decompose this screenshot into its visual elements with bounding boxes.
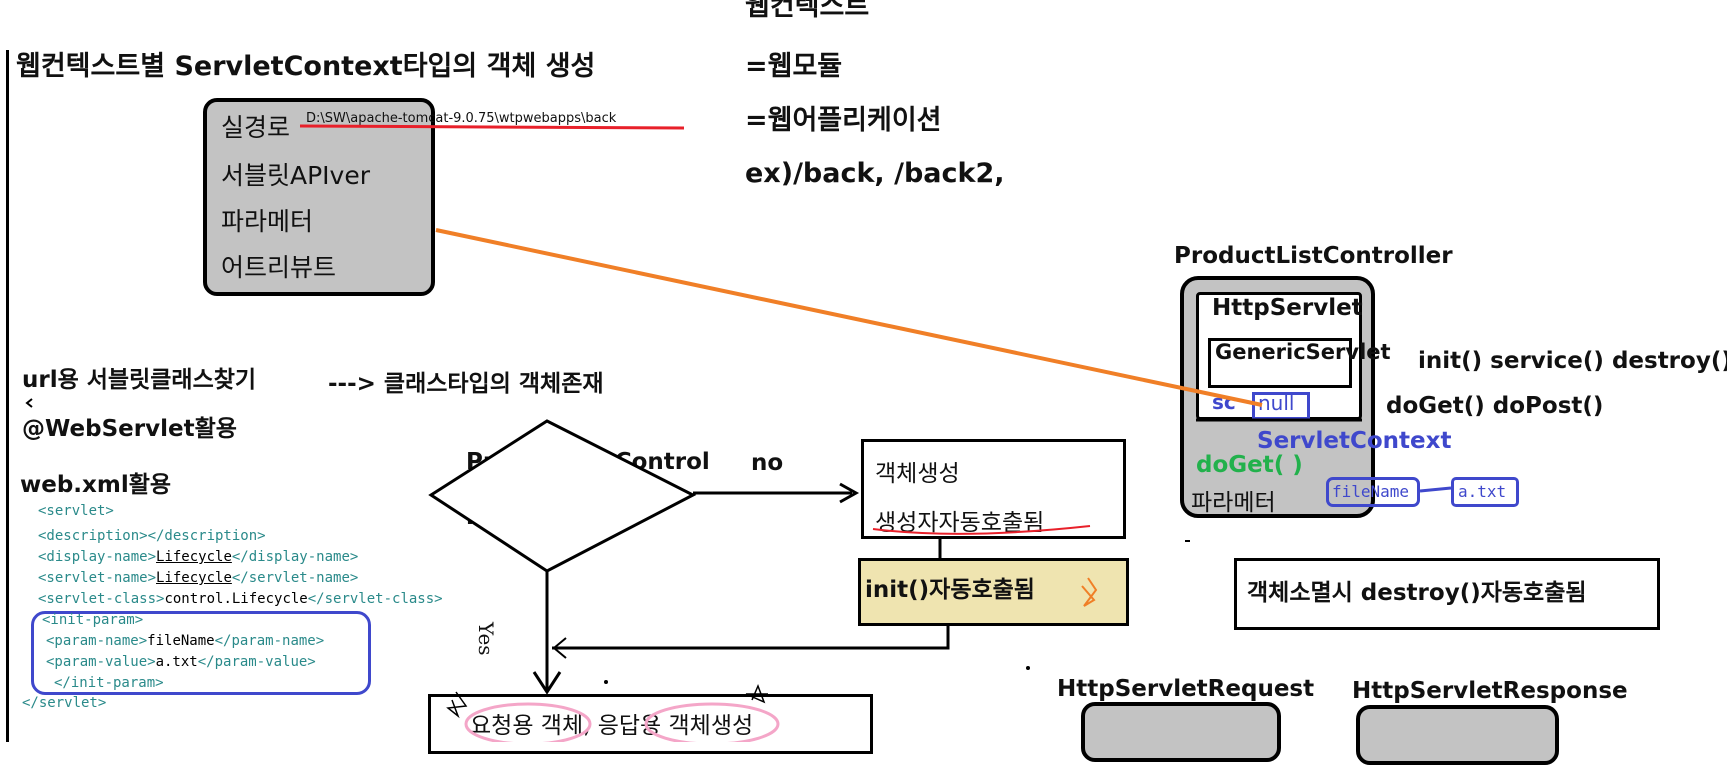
init-return-arrowhead [552,637,567,659]
methods-line1: init() service() destroy() [1418,348,1727,374]
param-value-box [1451,477,1519,507]
context-item-real-path: 실경로 [221,113,291,142]
decision-label-line1: ProductListControl [466,449,710,475]
note-web-context: 웹컨텍스트 [745,0,870,22]
httpservletrequest-label: HttpServletRequest [1057,676,1315,702]
doget-label: doGet( ) [1196,452,1303,478]
xml-display-name: <display-name>Lifecycle</display-name> [38,549,359,565]
decision-diamond [428,419,697,573]
response-object-box [1356,705,1559,765]
servletcontext-box [203,98,435,296]
null-label: null [1258,391,1295,415]
sc-label: sc [1212,390,1236,414]
httpservletresponse-label: HttpServletResponse [1352,678,1628,704]
web-xml-usage: web.xml활용 [20,472,172,498]
object-create-box [861,439,1126,539]
param-value-value: a.txt [1458,482,1507,501]
xml-param-value: <param-value>a.txt</param-value> [46,654,316,670]
xml-servlet-open: <servlet> [38,503,114,519]
request-response-label: 요청용 객체, 응답용 객체생성 [470,713,754,739]
class-type-object-exists: ---> 클래스타입의 객체존재 [328,371,604,397]
destroy-label: 객체소멸시 destroy()자동호출됨 [1247,580,1587,606]
param-name-box [1326,477,1420,507]
request-object-box [1081,702,1281,762]
xml-description: <description></description> [38,528,266,544]
note-example-paths: ex)/back, /back2, [745,158,1005,189]
init-return-line [552,626,950,650]
context-item-api-version: 서블릿APIver [221,161,371,190]
servletcontext-label: ServletContext [1257,428,1452,454]
note-web-module: =웹모듈 [745,51,843,82]
context-item-attribute: 어트리뷰트 [221,253,337,282]
genericservlet-label: GenericServlet [1215,340,1391,364]
dot-mark-2 [1026,666,1030,670]
webservlet-annotation-usage: @WebServlet활용 [22,416,237,442]
decision-label-line2: ler타입객체존재 [466,504,628,530]
controller-param-label: 파라메터 [1191,490,1276,516]
param-name-value: fileName [1332,482,1410,501]
real-path-value: D:\SW\apache-tomcat-9.0.75\wtpwebapps\ba… [306,111,617,126]
xml-init-param-open: <init-param> [42,612,144,628]
init-param-highlight [31,611,371,695]
context-item-parameter: 파라메터 [221,207,314,236]
page-title: 웹컨텍스트별 ServletContext타입의 객체 생성 [16,51,596,82]
yes-label: Yes [474,622,498,656]
controller-title: ProductListController [1174,243,1453,269]
methods-line2: doGet() doPost() [1386,393,1604,419]
note-web-application: =웹어플리케이션 [745,105,942,136]
no-label: no [751,450,784,476]
object-create-label: 객체생성 [875,461,960,487]
init-auto-call-label: init()자동호출됨 [865,577,1035,603]
yes-arrow-head [532,671,562,695]
param-connector [1419,486,1452,493]
small-arrow-mark [25,398,33,408]
xml-param-name: <param-name>fileName</param-name> [46,633,325,649]
left-border-line [6,50,9,742]
xml-servlet-close: </servlet> [22,695,107,711]
xml-servlet-name: <servlet-name>Lifecycle</servlet-name> [38,570,359,586]
dot-mark-1 [604,680,608,684]
xml-servlet-class: <servlet-class>control.Lifecycle</servle… [38,591,443,607]
url-servlet-class-find: url용 서블릿클래스찾기 [22,367,257,393]
destroy-box [1234,558,1660,630]
httpservlet-label: HttpServlet [1212,295,1363,321]
no-arrow-head [839,482,860,504]
constructor-auto-call-label: 생성자자동호출됨 [875,510,1045,536]
xml-init-param-close: </init-param> [54,675,164,691]
